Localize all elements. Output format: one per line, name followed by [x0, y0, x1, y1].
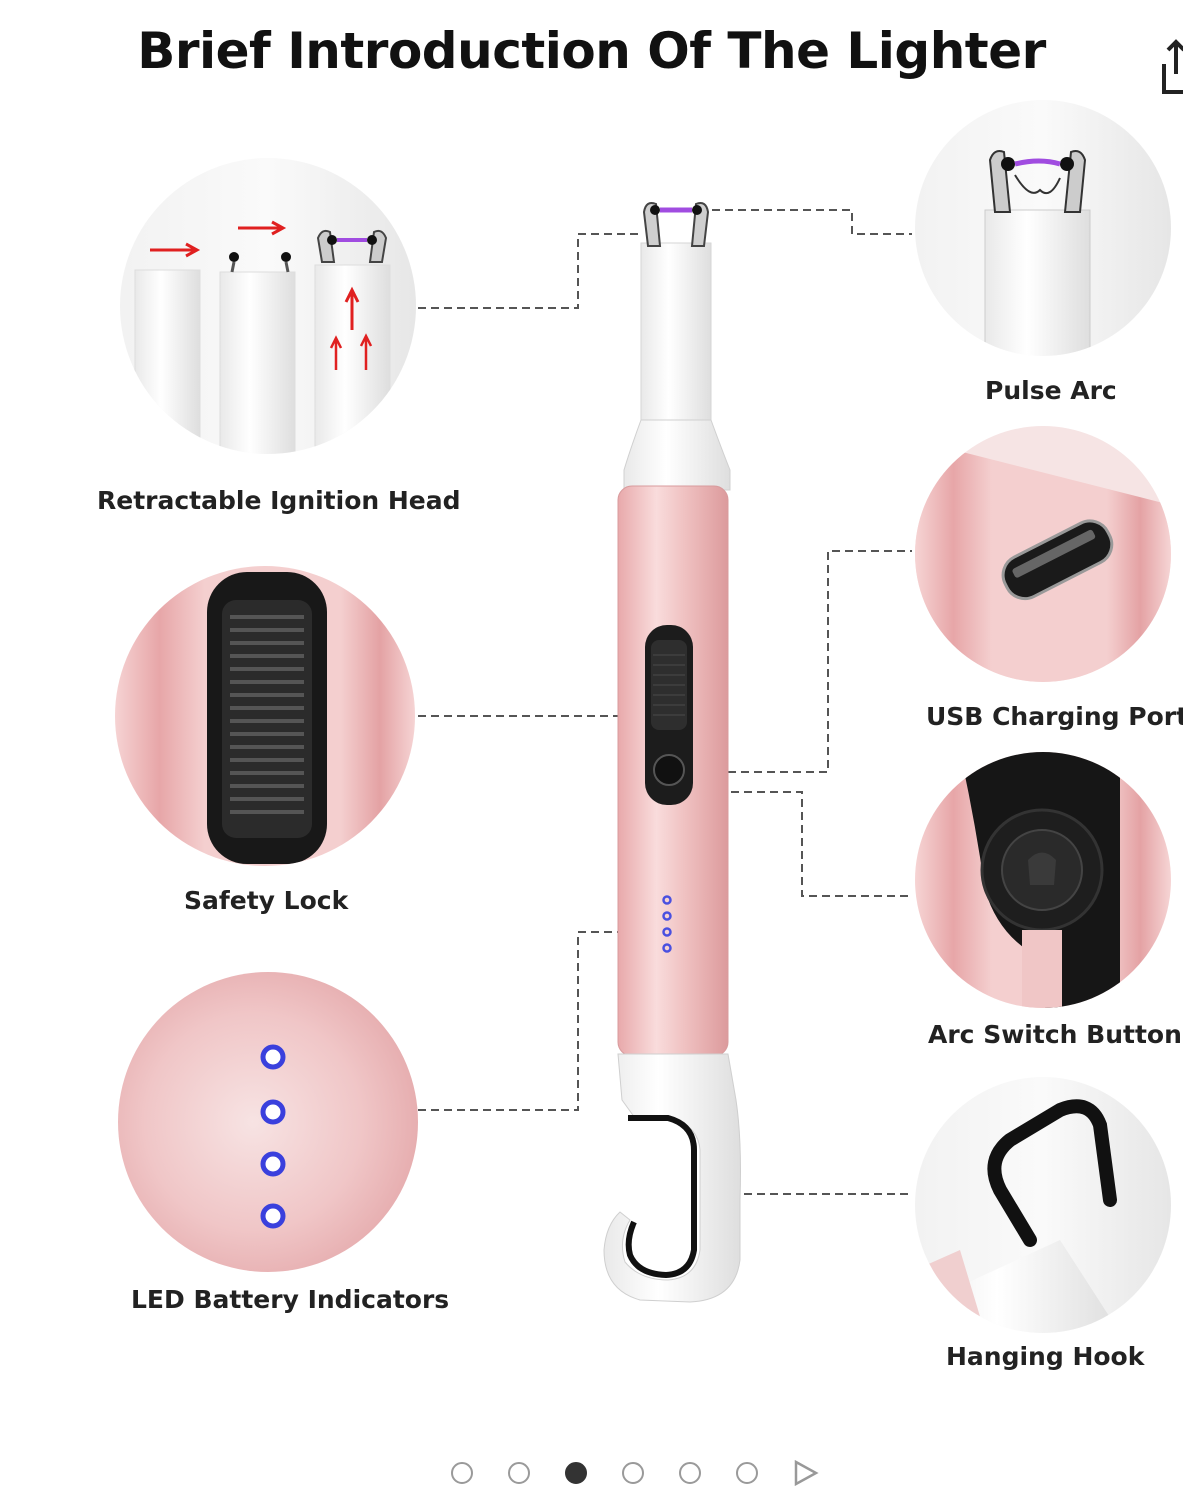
retractable-head-detail — [120, 158, 416, 454]
carousel-dot-5[interactable] — [679, 1462, 701, 1484]
carousel-dot-4[interactable] — [622, 1462, 644, 1484]
usb-port-detail — [915, 426, 1171, 682]
next-arrow-icon[interactable] — [792, 1460, 820, 1486]
label-usb-charging-port: USB Charging Port — [926, 702, 1183, 731]
pulse-arc-detail — [915, 100, 1171, 356]
label-arc-switch-button: Arc Switch Button — [928, 1020, 1182, 1049]
carousel-dot-6[interactable] — [736, 1462, 758, 1484]
label-pulse-arc: Pulse Arc — [985, 376, 1117, 405]
carousel-dot-2[interactable] — [508, 1462, 530, 1484]
safety-lock-detail — [115, 566, 415, 866]
label-safety-lock: Safety Lock — [184, 886, 349, 915]
connector-lines — [418, 209, 912, 1195]
led-indicators-detail — [118, 972, 418, 1272]
label-hanging-hook: Hanging Hook — [946, 1342, 1145, 1371]
label-retractable-ignition-head: Retractable Ignition Head — [97, 486, 461, 515]
share-icon[interactable] — [1156, 34, 1183, 94]
carousel-dot-1[interactable] — [451, 1462, 473, 1484]
hanging-hook-detail — [915, 1077, 1171, 1333]
carousel-dot-3-active[interactable] — [565, 1462, 587, 1484]
arc-switch-detail — [915, 752, 1171, 1008]
carousel-indicator — [0, 1452, 1183, 1486]
label-led-battery-indicators: LED Battery Indicators — [131, 1285, 450, 1314]
page-title: Brief Introduction Of The Lighter — [137, 22, 1046, 80]
lighter-device — [603, 202, 741, 1303]
